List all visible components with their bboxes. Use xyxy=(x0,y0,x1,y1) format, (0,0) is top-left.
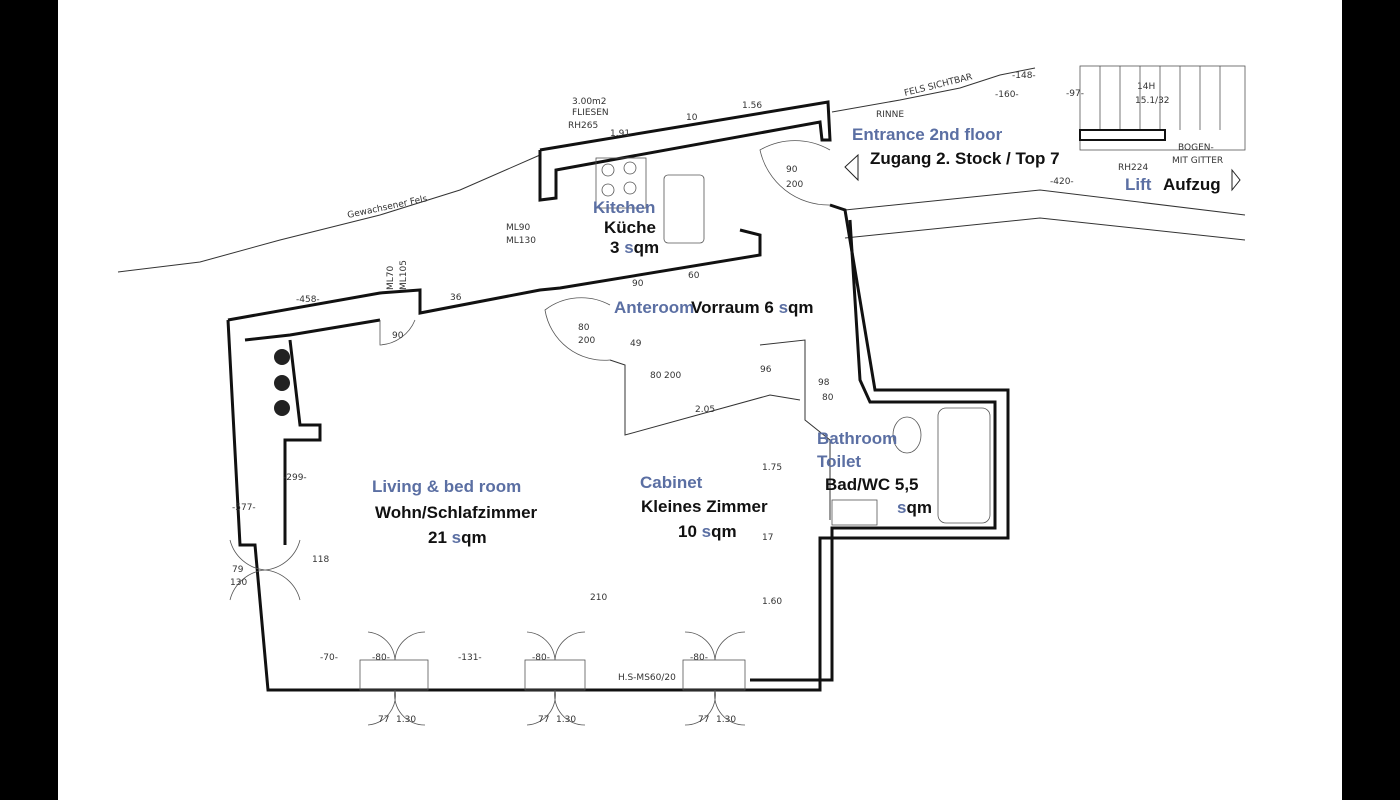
svg-text:RH265: RH265 xyxy=(568,121,598,131)
lift-label-en: Lift xyxy=(1125,175,1152,194)
svg-text:118: 118 xyxy=(312,555,329,565)
svg-text:77: 77 xyxy=(698,715,709,725)
svg-text:-458-: -458- xyxy=(296,295,320,305)
svg-text:200: 200 xyxy=(786,180,803,190)
svg-text:3.00m2: 3.00m2 xyxy=(572,97,607,107)
svg-text:200: 200 xyxy=(664,371,681,381)
bathroom-label-de: Bad/WC 5,5 xyxy=(825,475,919,494)
svg-text:80: 80 xyxy=(822,393,834,403)
svg-text:ML130: ML130 xyxy=(506,236,536,246)
rock-contour xyxy=(117,154,541,273)
svg-text:FELS SICHTBAR: FELS SICHTBAR xyxy=(903,72,973,99)
anteroom-label-de: Vorraum 6 sqm xyxy=(691,298,814,317)
svg-text:-299-: -299- xyxy=(283,473,307,483)
svg-text:79: 79 xyxy=(232,565,244,575)
bathroom-label-en: Bathroom xyxy=(817,429,897,448)
svg-text:90: 90 xyxy=(632,279,644,289)
svg-text:MIT GITTER: MIT GITTER xyxy=(1172,156,1223,166)
bathroom-area: sqm xyxy=(897,498,932,517)
svg-text:-577-: -577- xyxy=(232,503,256,513)
svg-text:49: 49 xyxy=(630,339,642,349)
svg-text:200: 200 xyxy=(578,336,595,346)
svg-text:ML105: ML105 xyxy=(399,260,409,290)
svg-text:1.30: 1.30 xyxy=(556,715,576,725)
living-area: 21 sqm xyxy=(428,528,487,547)
corridor-line xyxy=(844,217,1246,241)
svg-text:15.1/32: 15.1/32 xyxy=(1135,96,1170,106)
svg-text:80: 80 xyxy=(578,323,590,333)
living-label-de: Wohn/Schlafzimmer xyxy=(375,503,538,522)
svg-text:1.30: 1.30 xyxy=(716,715,736,725)
svg-text:96: 96 xyxy=(760,365,772,375)
svg-text:-148-: -148- xyxy=(1012,71,1036,81)
svg-text:90: 90 xyxy=(392,331,404,341)
fixtures xyxy=(274,157,991,526)
svg-text:1.30: 1.30 xyxy=(396,715,416,725)
kitchen-label-en: Kitchen xyxy=(593,198,655,217)
svg-text:ML70: ML70 xyxy=(386,265,396,290)
cabinet-label-en: Cabinet xyxy=(640,473,703,492)
svg-text:14H: 14H xyxy=(1137,82,1155,92)
svg-text:Gewachsener Fels: Gewachsener Fels xyxy=(347,194,429,221)
svg-text:1.75: 1.75 xyxy=(762,463,782,473)
svg-text:-420-: -420- xyxy=(1050,177,1074,187)
svg-text:77: 77 xyxy=(378,715,389,725)
svg-text:36: 36 xyxy=(450,293,462,303)
cabinet-area: 10 sqm xyxy=(678,522,737,541)
svg-text:77: 77 xyxy=(538,715,549,725)
svg-text:-131-: -131- xyxy=(458,653,482,663)
svg-text:80: 80 xyxy=(650,371,662,381)
svg-text:17: 17 xyxy=(762,533,773,543)
cabinet-label-de: Kleines Zimmer xyxy=(641,497,768,516)
entrance-label-en: Entrance 2nd floor xyxy=(852,125,1003,144)
svg-text:10: 10 xyxy=(686,113,698,123)
svg-text:H.S-MS60/20: H.S-MS60/20 xyxy=(618,673,676,683)
staircase xyxy=(844,65,1246,192)
dimension-annotations: 3.00m2 FLIESEN RH265 1.91 10 1.56 FELS S… xyxy=(230,71,1223,725)
svg-text:130: 130 xyxy=(230,578,247,588)
svg-text:-97-: -97- xyxy=(1066,89,1084,99)
svg-text:2.05: 2.05 xyxy=(695,405,715,415)
svg-text:BOGEN-: BOGEN- xyxy=(1178,143,1214,153)
entrance-label-de: Zugang 2. Stock / Top 7 xyxy=(870,149,1060,168)
svg-text:1.56: 1.56 xyxy=(742,101,762,111)
kitchen-area: 3 sqm xyxy=(610,238,659,257)
corridor-line xyxy=(844,189,1246,216)
walls xyxy=(226,100,1010,692)
svg-text:-70-: -70- xyxy=(320,653,338,663)
svg-text:1.91: 1.91 xyxy=(610,129,630,139)
anteroom-label-en: Anteroom xyxy=(614,298,694,317)
svg-text:FLIESEN: FLIESEN xyxy=(572,108,609,118)
rock-contour-right xyxy=(831,67,1036,113)
kitchen-label-de: Küche xyxy=(604,218,656,237)
lift-label-de: Aufzug xyxy=(1163,175,1221,194)
svg-text:RH224: RH224 xyxy=(1118,163,1148,173)
svg-text:-80-: -80- xyxy=(690,653,708,663)
living-label-en: Living & bed room xyxy=(372,477,521,496)
svg-text:1.60: 1.60 xyxy=(762,597,782,607)
svg-text:-80-: -80- xyxy=(372,653,390,663)
doors xyxy=(229,140,831,726)
svg-text:-160-: -160- xyxy=(995,90,1019,100)
toilet-label-en: Toilet xyxy=(817,452,861,471)
svg-text:ML90: ML90 xyxy=(506,223,531,233)
svg-text:RINNE: RINNE xyxy=(876,110,904,120)
svg-text:90: 90 xyxy=(786,165,798,175)
svg-text:98: 98 xyxy=(818,378,830,388)
svg-text:210: 210 xyxy=(590,593,607,603)
svg-text:-80-: -80- xyxy=(532,653,550,663)
svg-text:60: 60 xyxy=(688,271,700,281)
